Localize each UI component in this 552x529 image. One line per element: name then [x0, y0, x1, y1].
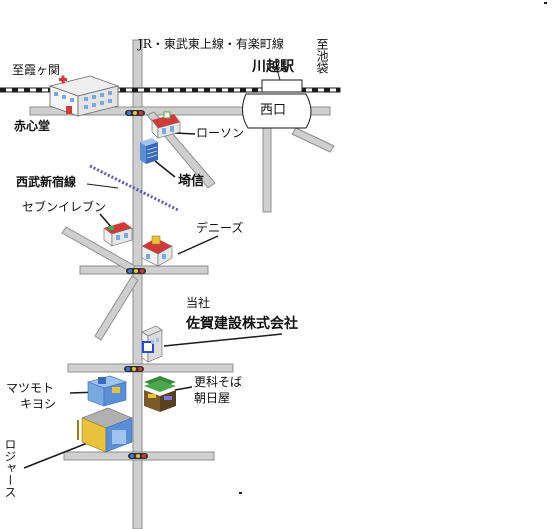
road-right-diagonal — [291, 127, 335, 153]
office-building-icon — [141, 325, 163, 363]
road-seven-diagonal — [61, 226, 136, 273]
leader-lines — [23, 132, 283, 469]
seibu-rail-line — [86, 164, 179, 212]
station-building — [242, 65, 312, 129]
saishin-label: 埼信 — [178, 174, 205, 189]
logistics-label: ロジャース — [3, 438, 17, 498]
road-lower-left-diagonal — [94, 275, 139, 341]
drugstore-icon — [87, 375, 127, 407]
company-prefix-label: 当社 — [186, 296, 211, 310]
matsumoto-label-line2: キヨシ — [20, 397, 57, 411]
restaurant-icon — [141, 235, 173, 267]
west-exit-label: 西口 — [260, 103, 287, 118]
traffic-light-icon — [125, 110, 145, 116]
seven-eleven-label: セブンイレブン — [22, 200, 107, 214]
warehouse-icon — [77, 407, 133, 453]
soba-shop-icon — [144, 376, 176, 412]
lawson-label: ローソン — [196, 126, 245, 140]
to-kasumigaseki-label: 至霞ヶ関 — [12, 63, 61, 77]
akashindo-label: 赤心堂 — [14, 119, 51, 133]
jr-rail-line — [0, 87, 341, 93]
station-label: 川越駅 — [252, 59, 294, 75]
traffic-lights — [124, 110, 148, 459]
jr-line-label: JR・東武東上線・有楽町線 — [138, 37, 284, 51]
traffic-light-icon — [124, 366, 144, 372]
hospital-icon — [48, 75, 120, 117]
matsumoto-label-line1: マツモト — [6, 381, 55, 395]
bank-building-icon — [140, 138, 158, 164]
convenience-store-icon — [103, 222, 133, 247]
convenience-store-icon — [151, 111, 181, 139]
sarashina-label-line2: 朝日屋 — [194, 391, 231, 405]
dennys-label: デニーズ — [196, 221, 244, 235]
corner-mark — [544, 2, 547, 4]
road-station-horizontal — [29, 106, 331, 116]
to-ikebukuro-label: 至池袋 — [315, 38, 329, 74]
traffic-light-icon — [128, 453, 148, 459]
seibu-line-label: 西武新宿線 — [16, 175, 77, 189]
traffic-light-icon — [126, 268, 146, 274]
road-lower-horizontal-1 — [67, 363, 234, 373]
company-name-label: 佐賀建設株式会社 — [186, 316, 298, 332]
small-mark — [239, 492, 242, 494]
sarashina-label-line1: 更科そば — [194, 375, 243, 389]
